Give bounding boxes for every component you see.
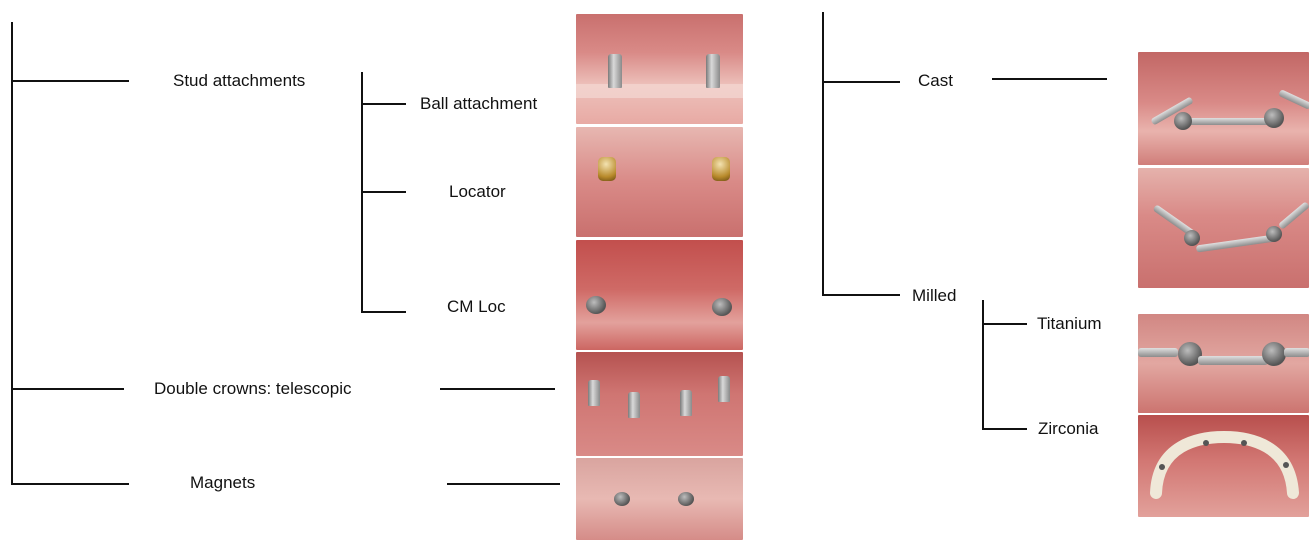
branch-milled — [822, 294, 900, 296]
milled-sub-trunk — [982, 300, 984, 430]
label-stud-attachments: Stud attachments — [173, 71, 305, 91]
branch-cast — [822, 81, 900, 83]
photo-titanium-bar — [1138, 314, 1309, 413]
label-double-crowns: Double crowns: telescopic — [154, 379, 351, 399]
photo-magnets — [576, 458, 743, 540]
label-locator: Locator — [449, 182, 506, 202]
branch-ball — [361, 103, 406, 105]
label-milled: Milled — [912, 286, 956, 306]
branch-cmloc — [361, 311, 406, 313]
zirconia-framework — [1138, 415, 1309, 517]
label-titanium: Titanium — [1037, 314, 1102, 334]
magnets-to-photo — [447, 483, 560, 485]
branch-zirconia — [982, 428, 1027, 430]
label-zirconia: Zirconia — [1038, 419, 1098, 439]
branch-double-crowns — [11, 388, 124, 390]
right-main-trunk — [822, 12, 824, 296]
photo-telescopic — [576, 352, 743, 456]
label-cast: Cast — [918, 71, 953, 91]
photo-cm-loc — [576, 240, 743, 350]
photo-cast-bar-1 — [1138, 52, 1309, 165]
branch-locator — [361, 191, 406, 193]
branch-magnets — [11, 483, 129, 485]
photo-cast-bar-2 — [1138, 168, 1309, 288]
photo-locator — [576, 127, 743, 237]
photo-zirconia-bar — [1138, 415, 1309, 517]
photo-ball-attachment — [576, 14, 743, 124]
branch-titanium — [982, 323, 1027, 325]
label-cm-loc: CM Loc — [447, 297, 506, 317]
branch-stud — [11, 80, 129, 82]
cast-to-photo — [992, 78, 1107, 80]
label-ball-attachment: Ball attachment — [420, 94, 537, 114]
double-crowns-to-photo — [440, 388, 555, 390]
label-magnets: Magnets — [190, 473, 255, 493]
left-main-trunk — [11, 22, 13, 484]
